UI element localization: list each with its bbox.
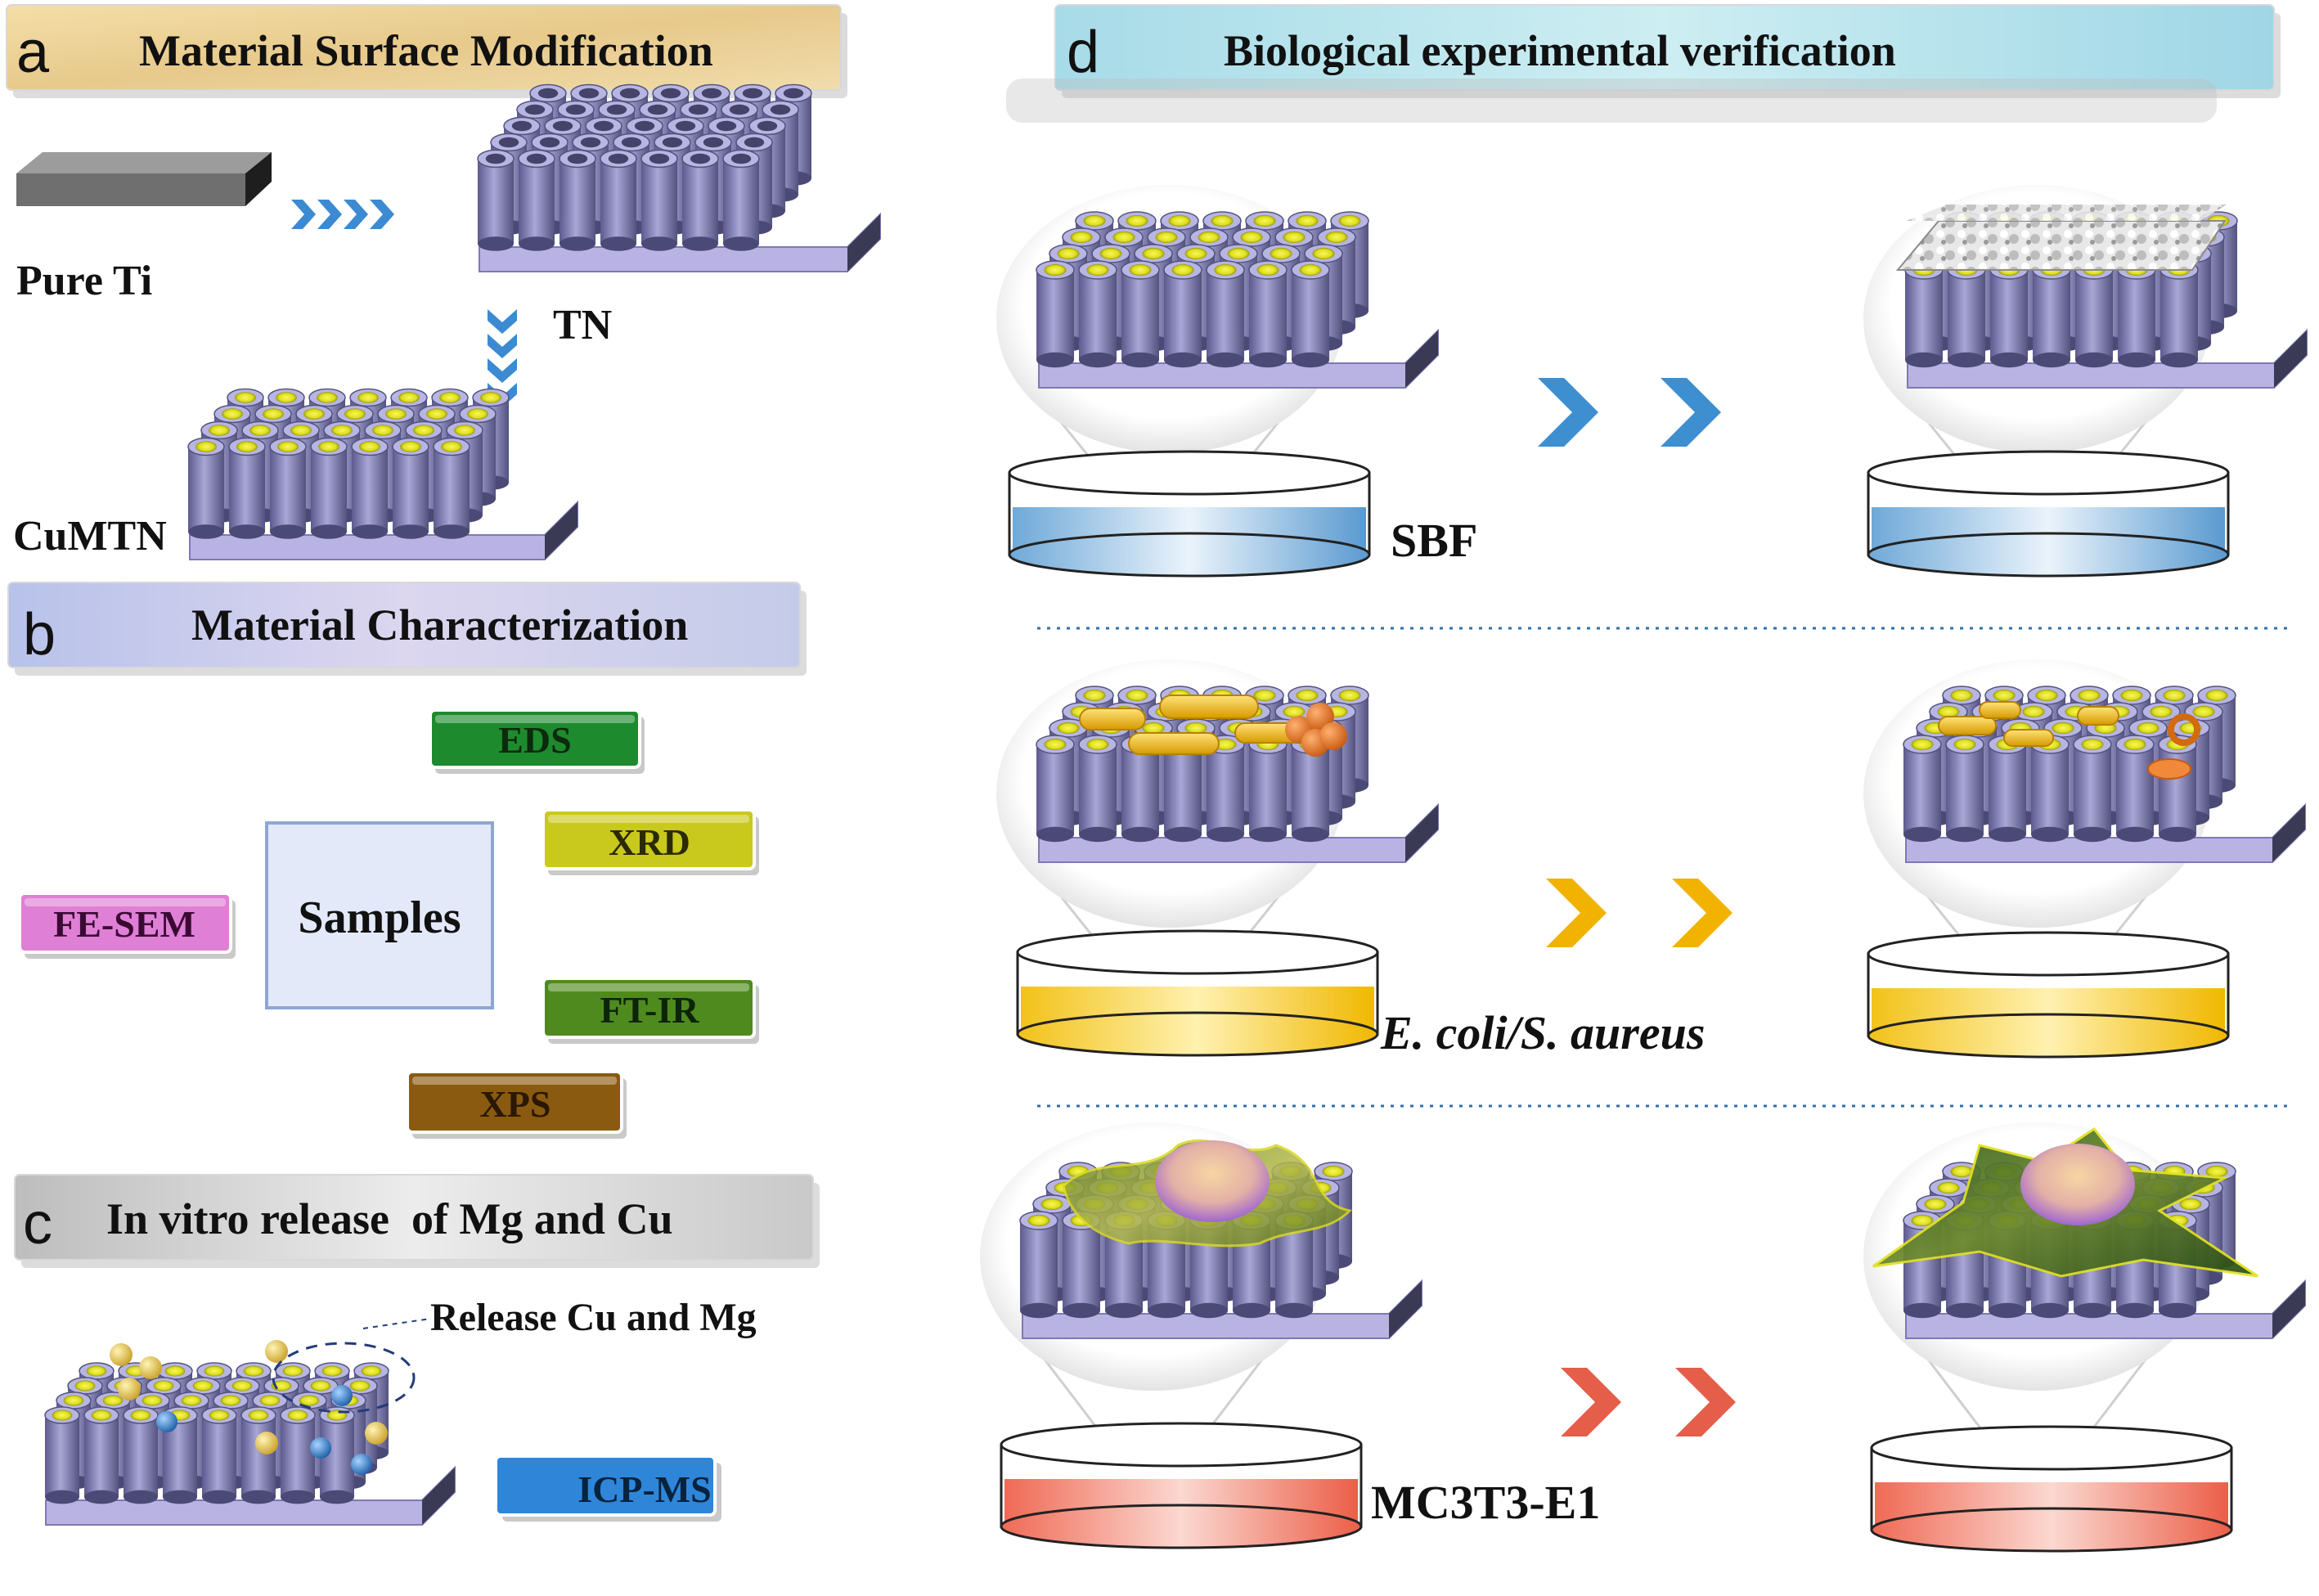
damaged-coccus — [2168, 713, 2200, 746]
technique-ft-ir-label: FT-IR — [600, 989, 700, 1031]
cells-arrow-2 — [1675, 1368, 1736, 1436]
sbf-after-dish — [1867, 450, 2230, 578]
sbf-label: SBF — [1391, 514, 1477, 567]
pure-ti-slab — [16, 152, 272, 206]
samples-box — [265, 821, 494, 1009]
cumtn-label: CuMTN — [13, 513, 167, 560]
panel-c-letter: c — [23, 1191, 52, 1257]
panel-a-header — [6, 4, 847, 98]
technique-xrd-label: XRD — [609, 821, 690, 863]
magnesium-ion — [331, 1385, 353, 1406]
bacteria-arrow-2 — [1672, 879, 1733, 947]
bacteria-arrow-1 — [1546, 879, 1607, 947]
magnesium-ion — [156, 1411, 178, 1432]
damaged-rod-bacterium — [1938, 716, 1997, 735]
release-highlight-ellipse — [272, 1342, 416, 1414]
copper-ion — [110, 1343, 133, 1366]
panel-d-row-bacteria — [996, 659, 2306, 1059]
sbf-before-array — [1036, 211, 1439, 389]
rod-bacterium — [1128, 732, 1220, 755]
panel-d-header — [1054, 4, 2281, 98]
sbf-before-dish — [1008, 450, 1371, 578]
coccus-bacterium — [1306, 703, 1334, 731]
sbf-after-array — [1895, 205, 2308, 389]
damaged-rod-bacterium — [2077, 706, 2119, 726]
technique-xps — [406, 1070, 627, 1139]
release-label: Release Cu and Mg — [430, 1296, 757, 1339]
damaged-rod-bacterium — [1979, 701, 2021, 719]
sbf-arrow-2 — [1661, 378, 1721, 447]
technique-fe-sem — [18, 892, 236, 959]
panel-d-row-cells — [980, 1122, 2306, 1553]
panel-d-title: Biological experimental verification — [1224, 26, 1896, 75]
copper-ion — [118, 1378, 141, 1400]
panel-c-content — [44, 1318, 721, 1526]
panel-b-content — [18, 708, 759, 1139]
pure-ti-label: Pure Ti — [16, 258, 152, 304]
technique-eds — [429, 708, 645, 774]
cumtn-nanotube-array — [187, 388, 578, 560]
panel-a-content — [16, 83, 881, 560]
technique-eds-label: EDS — [498, 719, 571, 761]
technique-xrd — [542, 808, 759, 875]
samples-label: Samples — [298, 892, 461, 943]
cells-arrow-1 — [1561, 1368, 1621, 1436]
cells-before-dish — [1000, 1422, 1363, 1549]
copper-ion — [365, 1422, 388, 1445]
panel-d-header-shadow — [1006, 79, 2217, 123]
rod-bacterium — [1159, 695, 1259, 719]
arrow-pure-ti-to-tn — [291, 200, 394, 229]
sbf-arrow-1 — [1538, 378, 1598, 447]
panel-c-header — [14, 1174, 820, 1268]
apatite-layer — [1895, 220, 2227, 271]
coccus-bacterium — [1319, 722, 1347, 750]
copper-ion — [255, 1432, 278, 1454]
tn-nanotube-array — [477, 83, 881, 272]
cell-line-label: MC3T3-E1 — [1371, 1476, 1600, 1529]
panel-b-header — [7, 582, 807, 676]
bacteria-label: E. coli/S. aureus — [1380, 1006, 1705, 1059]
tn-label: TN — [553, 302, 612, 348]
technique-xps-label: XPS — [480, 1083, 551, 1125]
panel-c-title: In vitro release of Mg and Cu — [106, 1194, 672, 1243]
technique-ft-ir — [542, 977, 759, 1044]
copper-ion — [139, 1356, 162, 1379]
technique-icp-ms — [494, 1454, 721, 1522]
rod-bacterium — [1079, 708, 1146, 731]
cell-nucleus — [2020, 1144, 2135, 1225]
copper-ion — [265, 1340, 288, 1363]
magnesium-ion — [351, 1454, 372, 1475]
magnesium-ion — [310, 1437, 331, 1459]
lysed-coccus — [2147, 758, 2191, 780]
damaged-rod-bacterium — [2003, 729, 2054, 747]
cell-nucleus — [1155, 1140, 1270, 1222]
release-leader-line — [362, 1318, 431, 1329]
panel-d-letter: d — [1067, 20, 1099, 85]
bacteria-after-dish — [1867, 931, 2230, 1059]
panel-a-title: Material Surface Modification — [139, 26, 713, 75]
technique-icp-ms-label: ICP-MS — [578, 1468, 712, 1510]
panel-b-title: Material Characterization — [191, 600, 688, 650]
technique-fe-sem-label: FE-SEM — [53, 903, 195, 945]
bacteria-before-dish — [1016, 929, 1379, 1057]
panel-d-row-sbf — [996, 185, 2308, 578]
cells-after-dish — [1870, 1425, 2233, 1553]
panel-b-letter: b — [23, 602, 56, 668]
panel-a-letter: a — [16, 20, 50, 85]
